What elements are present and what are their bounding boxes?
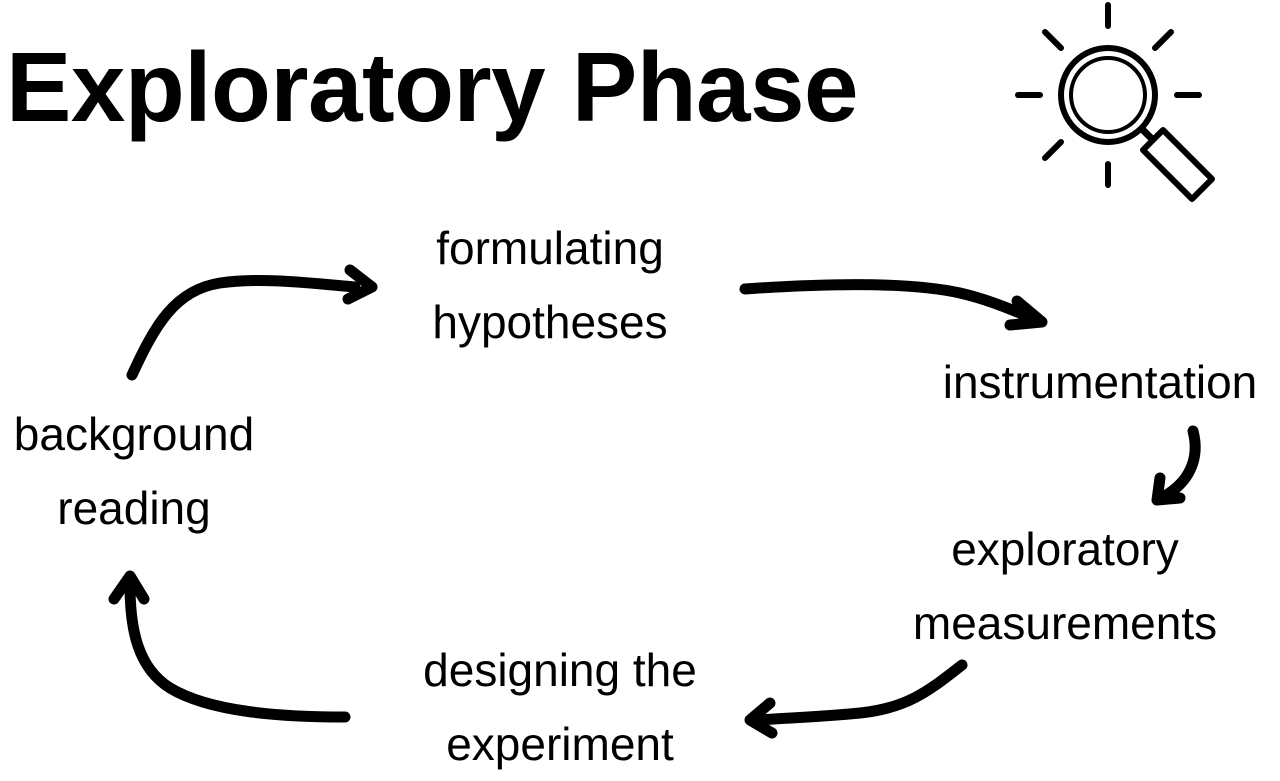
stage-label-line2: measurements bbox=[912, 597, 1218, 649]
stage-label-line2: reading bbox=[57, 482, 211, 534]
arrow-formulating-to-instrumentation bbox=[739, 279, 1048, 331]
arrow-designing-to-background bbox=[108, 570, 351, 723]
arrow-exploratory-to-designing bbox=[744, 659, 968, 739]
stage-label-line1: exploratory bbox=[951, 523, 1179, 575]
stage-label-line1: designing the bbox=[423, 644, 697, 696]
stage-instrumentation: instrumentation bbox=[915, 345, 1280, 419]
stage-formulating-hypotheses: formulating hypotheses bbox=[390, 211, 710, 359]
stage-label-line1: instrumentation bbox=[942, 356, 1258, 408]
stage-exploratory-measurements: exploratory measurements bbox=[880, 512, 1250, 660]
stage-designing-the-experiment: designing the experiment bbox=[380, 633, 740, 781]
stage-label-line2: hypotheses bbox=[432, 296, 668, 348]
arrow-instrumentation-to-exploratory bbox=[1151, 425, 1201, 506]
stage-label-line1: background bbox=[13, 408, 255, 460]
stage-label-line2: experiment bbox=[446, 718, 674, 770]
magnifying-glass-icon bbox=[1015, 2, 1215, 202]
page-title: Exploratory Phase bbox=[6, 32, 859, 142]
stage-background-reading: background reading bbox=[0, 397, 268, 545]
arrow-background-to-formulating bbox=[126, 264, 378, 381]
stage-label-line1: formulating bbox=[436, 222, 664, 274]
